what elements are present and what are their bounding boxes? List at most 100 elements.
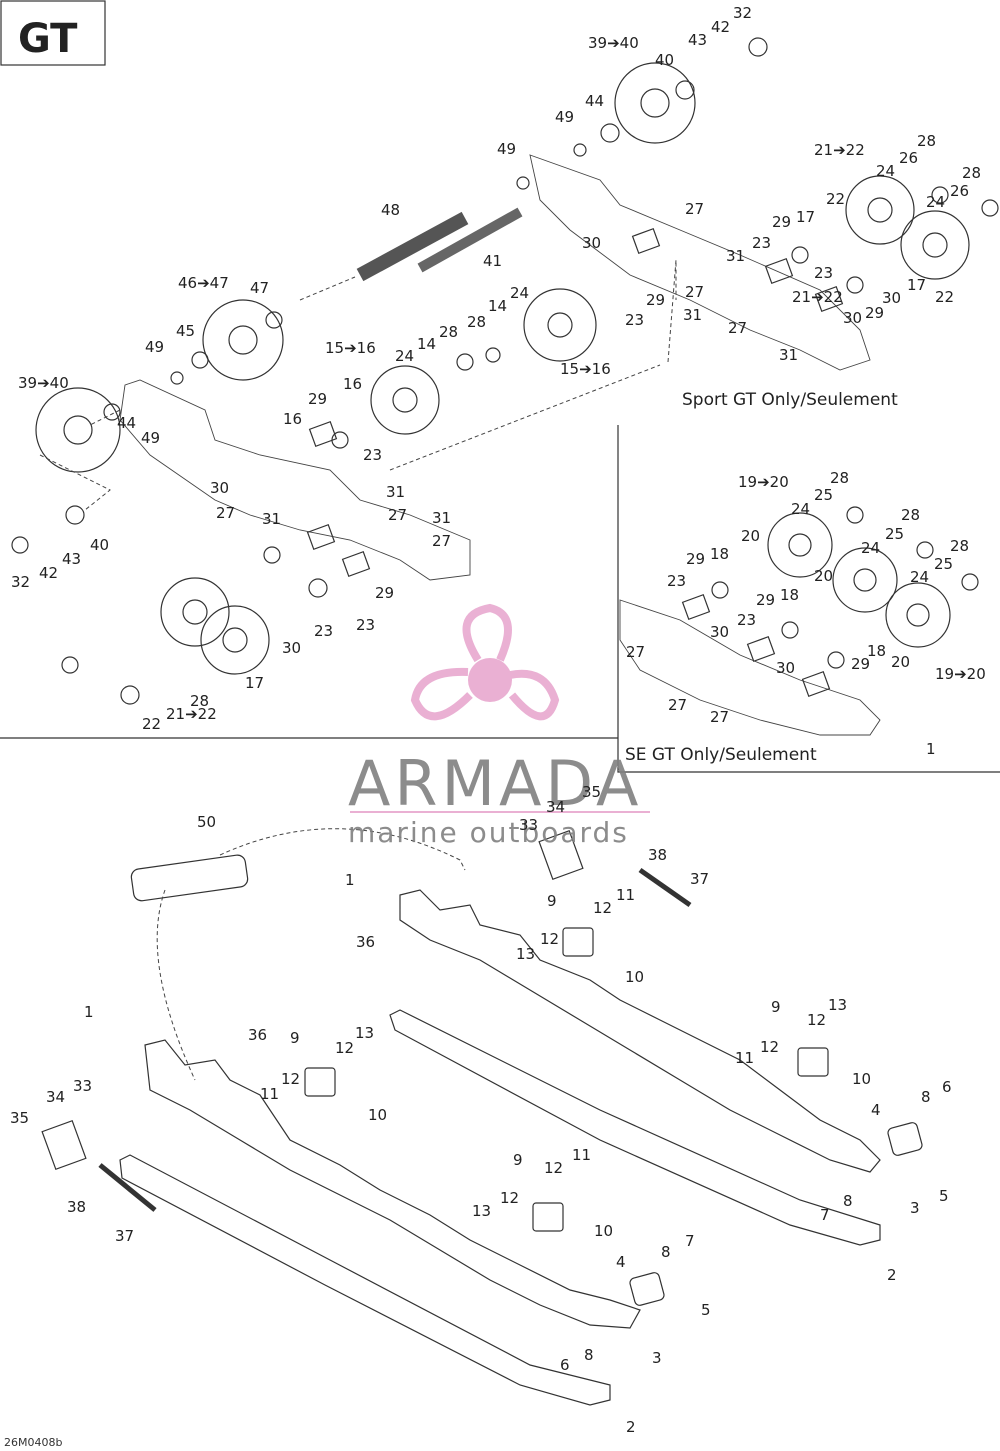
part-label: 33 [519, 816, 538, 834]
part-label: 20 [741, 527, 760, 545]
part-label: 49 [555, 108, 574, 126]
part-label: 49 [141, 429, 160, 447]
part-label: 12 [593, 899, 612, 917]
wheel-46-47 [202, 299, 284, 381]
part-label: 11 [572, 1146, 591, 1164]
part-label: 22 [142, 715, 161, 733]
part-label: 24 [510, 284, 529, 302]
part-label: 28 [917, 132, 936, 150]
part-label: 30 [582, 234, 601, 252]
part-label: 12 [335, 1039, 354, 1057]
part-label: 31 [683, 306, 702, 324]
part-label: 27 [710, 708, 729, 726]
wheel-19-20-c [885, 582, 951, 648]
part-label: 42 [39, 564, 58, 582]
wheel-39-40-left [35, 387, 121, 473]
part-label: 9 [547, 892, 557, 910]
part-labels-group-1: 32 42 43 39➔40 40 44 49 49 48 41 46➔47 4… [11, 4, 752, 733]
part-label: 44 [117, 414, 136, 432]
part-label: 43 [688, 31, 707, 49]
part-label: 24 [876, 162, 895, 180]
part-label: 18 [780, 586, 799, 604]
part-label: 39➔40 [18, 374, 69, 392]
part-label: 5 [939, 1187, 949, 1205]
part-label: 49 [145, 338, 164, 356]
part-label: 21➔22 [792, 288, 843, 306]
part-label: 17 [907, 276, 926, 294]
part-label: 14 [417, 335, 436, 353]
wheel-15-16-a [523, 288, 597, 362]
part-label: 21➔22 [814, 141, 865, 159]
part-label: 13 [828, 996, 847, 1014]
part-label: 20 [814, 567, 833, 585]
section-frames [0, 259, 1000, 773]
part-label: 13 [472, 1202, 491, 1220]
part-label: 28 [950, 537, 969, 555]
part-label: 23 [363, 446, 382, 464]
part-label: 27 [668, 696, 687, 714]
part-label: 22 [826, 190, 845, 208]
se-gt-inset-drawing [619, 506, 979, 736]
part-label: 43 [62, 550, 81, 568]
model-header: GT [0, 0, 106, 66]
propeller-logo-icon [410, 603, 560, 721]
part-label: 24 [910, 568, 929, 586]
part-label: 9 [290, 1029, 300, 1047]
part-label: 37 [115, 1227, 134, 1245]
part-label: 31 [262, 510, 281, 528]
watermark-name: ARMADA [348, 747, 642, 820]
part-label: 9 [771, 998, 781, 1016]
part-label: 2 [626, 1418, 636, 1436]
part-label: 12 [500, 1189, 519, 1207]
part-label: 12 [540, 930, 559, 948]
wheel-19-20-b [832, 547, 898, 613]
part-label: 28 [830, 469, 849, 487]
part-label: 23 [667, 572, 686, 590]
part-label: 29 [646, 291, 665, 309]
figure-code: 26M0408b [4, 1436, 62, 1449]
part-label: 1 [926, 740, 936, 758]
part-label: 30 [776, 659, 795, 677]
part-label: 3 [652, 1349, 662, 1367]
part-label: 23 [737, 611, 756, 629]
part-label: 3 [910, 1199, 920, 1217]
part-label: 27 [216, 504, 235, 522]
part-label: 50 [197, 813, 216, 831]
part-label: 12 [760, 1038, 779, 1056]
model-title: GT [18, 16, 78, 62]
part-label: 42 [711, 18, 730, 36]
part-label: 31 [386, 483, 405, 501]
part-label: 30 [282, 639, 301, 657]
part-label: 12 [544, 1159, 563, 1177]
part-label: 29 [308, 390, 327, 408]
part-label: 27 [728, 319, 747, 337]
part-label: 6 [942, 1078, 952, 1096]
part-label: 11 [260, 1085, 279, 1103]
part-label: 23 [356, 616, 375, 634]
part-label: 2 [887, 1266, 897, 1284]
part-label: 21➔22 [166, 705, 217, 723]
part-label: 8 [584, 1346, 594, 1364]
part-label: 29 [686, 550, 705, 568]
part-label: 23 [314, 622, 333, 640]
part-label: 19➔20 [738, 473, 789, 491]
part-label: 7 [820, 1206, 830, 1224]
part-label: 11 [735, 1049, 754, 1067]
part-label: 48 [381, 201, 400, 219]
wheel-21-22-b [900, 210, 970, 280]
part-label: 31 [432, 509, 451, 527]
part-label: 36 [248, 1026, 267, 1044]
part-label: 11 [616, 886, 635, 904]
part-label: 27 [685, 283, 704, 301]
part-label: 34 [46, 1088, 65, 1106]
part-label: 31 [779, 346, 798, 364]
part-label: 13 [516, 945, 535, 963]
part-label: 18 [867, 642, 886, 660]
part-label: 12 [281, 1070, 300, 1088]
part-label: 28 [901, 506, 920, 524]
part-label: 10 [594, 1222, 613, 1240]
part-label: 24 [395, 347, 414, 365]
part-label: 23 [625, 311, 644, 329]
part-label: 27 [626, 643, 645, 661]
part-label: 32 [11, 573, 30, 591]
